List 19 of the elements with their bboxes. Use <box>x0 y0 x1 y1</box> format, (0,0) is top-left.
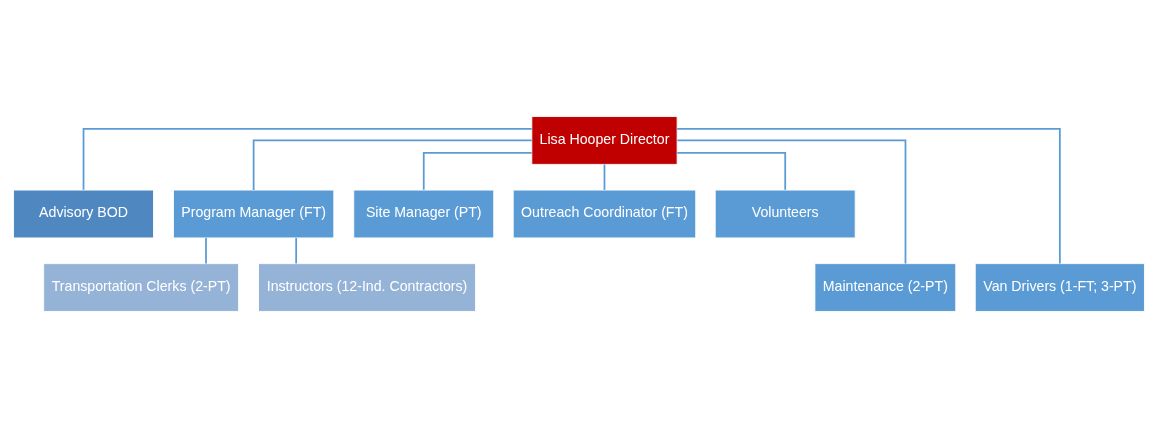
connector <box>205 236 207 264</box>
node-box: Van Drivers (1-FT; 3-PT) <box>974 262 1145 312</box>
connector <box>82 127 533 191</box>
connector <box>295 236 298 264</box>
node-box: Advisory BOD <box>13 189 154 238</box>
connector <box>676 127 1061 264</box>
node-box: Program Manager (FT) <box>173 189 335 238</box>
node-box: Volunteers <box>714 189 856 238</box>
connector <box>252 139 533 191</box>
node-box: Outreach Coordinator (FT) <box>512 189 697 238</box>
connector <box>422 151 533 191</box>
node-box: Site Manager (PT) <box>353 189 495 238</box>
connector <box>676 151 787 191</box>
connector <box>676 139 907 264</box>
connector <box>603 163 606 191</box>
node-box: Lisa Hooper Director <box>531 115 678 165</box>
node-box: Instructors (12-Ind. Contractors) <box>258 262 476 312</box>
node-box: Transportation Clerks (2-PT) <box>43 262 239 312</box>
node-box: Maintenance (2-PT) <box>814 262 957 312</box>
